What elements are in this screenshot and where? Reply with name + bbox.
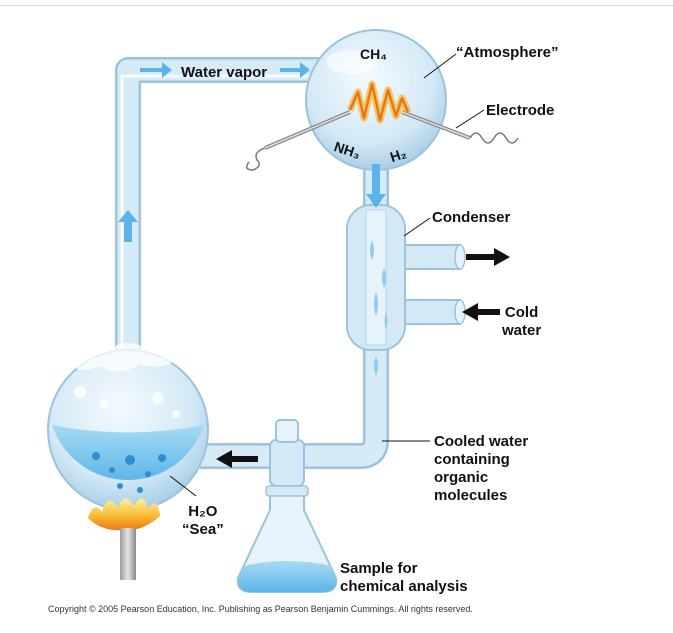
sample-line-1: Sample for [340, 560, 418, 577]
sample-line-2: chemical analysis [340, 578, 468, 595]
ch4-label: CH₄ [360, 46, 387, 62]
cooled-water-label: Cooled water containing organic molecule… [434, 433, 528, 505]
electrode-label: Electrode [486, 102, 555, 119]
cooled-water-line-1: Cooled water [434, 433, 529, 450]
h2o-label: H₂O [188, 503, 218, 520]
bubble-icon [99, 399, 109, 409]
bubble-icon [152, 392, 164, 404]
spark-icon [346, 80, 412, 124]
flow-arrow-icon [118, 62, 386, 242]
bubble-icon [145, 471, 151, 477]
return-arrow-icon [216, 450, 258, 468]
cold-water-line-2: water [502, 322, 542, 339]
droplet-icon [374, 356, 378, 376]
sea-label-text: “Sea” [182, 521, 224, 538]
flame-icon [88, 498, 160, 531]
cooled-water-line-4: molecules [434, 487, 508, 504]
cooled-water-line-3: organic [434, 469, 489, 486]
water-vapor-label: Water vapor [181, 64, 268, 81]
condenser [346, 204, 466, 376]
droplet-icon [384, 312, 388, 330]
atmosphere-label: “Atmosphere” [456, 44, 559, 61]
glass-tubing [115, 57, 389, 469]
black-arrows [216, 248, 510, 468]
electrode-coil-icon [469, 132, 519, 144]
outflow-arrow-icon [466, 248, 510, 266]
bubble-icon [74, 386, 86, 398]
electrode-left [246, 110, 351, 171]
cooled-water-line-2: containing [434, 451, 510, 468]
miller-urey-apparatus [47, 29, 519, 593]
electrode-coil-icon [246, 147, 266, 171]
top-rule [0, 5, 673, 6]
inflow-arrow-icon [462, 303, 500, 321]
sea-label: H₂O “Sea” [182, 503, 224, 539]
electrode-right [401, 110, 519, 144]
bubble-icon [109, 467, 115, 473]
bubble-icon [172, 410, 180, 418]
sample-flask [236, 485, 338, 593]
bubble-icon [117, 483, 123, 489]
condenser-label: Condenser [432, 209, 511, 226]
bubble-icon [137, 487, 143, 493]
sea-flask [47, 342, 209, 511]
cold-water-line-1: Cold [504, 304, 539, 321]
droplet-icon [374, 292, 378, 316]
leader-lines [169, 53, 485, 497]
burner-stand [120, 528, 136, 580]
bubble-icon [158, 454, 166, 462]
copyright-notice: Copyright © 2005 Pearson Education, Inc.… [48, 604, 473, 614]
bubble-icon [125, 455, 135, 465]
droplet-icon [370, 240, 374, 260]
bubble-icon [92, 452, 100, 460]
sample-label: Sample for chemical analysis [340, 560, 468, 596]
droplet-icon [382, 268, 386, 288]
cold-water-label: Cold water [502, 304, 541, 340]
